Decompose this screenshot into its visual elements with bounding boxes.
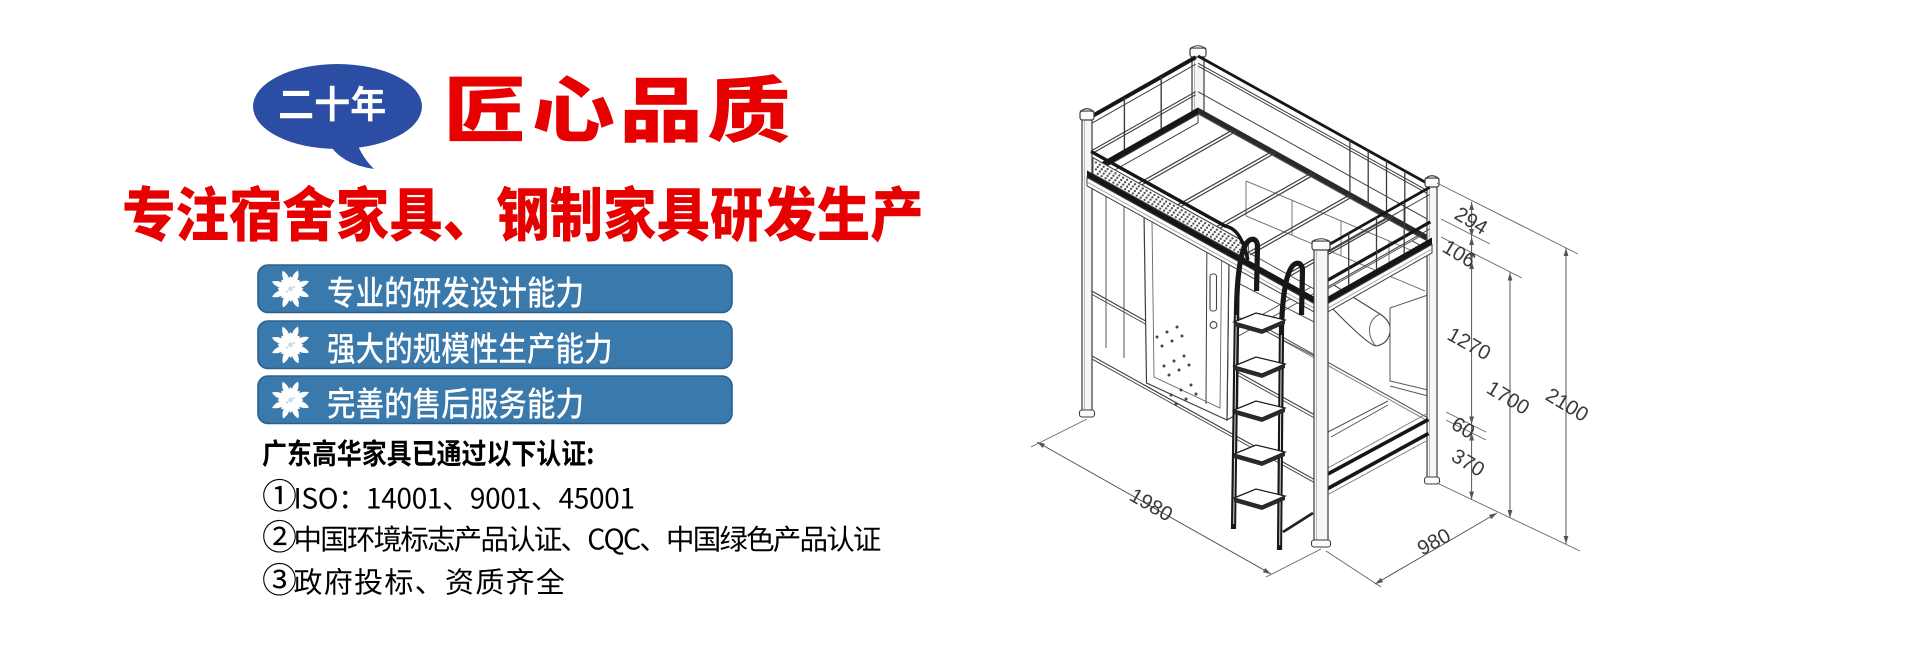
svg-text:370: 370 — [1447, 444, 1488, 481]
svg-text:2100: 2100 — [1542, 383, 1593, 426]
svg-text:1980: 1980 — [1126, 484, 1177, 527]
svg-text:980: 980 — [1413, 524, 1454, 560]
svg-text:294: 294 — [1450, 202, 1491, 239]
svg-text:1270: 1270 — [1443, 323, 1494, 365]
svg-text:1700: 1700 — [1483, 376, 1534, 419]
svg-text:60: 60 — [1447, 412, 1478, 443]
